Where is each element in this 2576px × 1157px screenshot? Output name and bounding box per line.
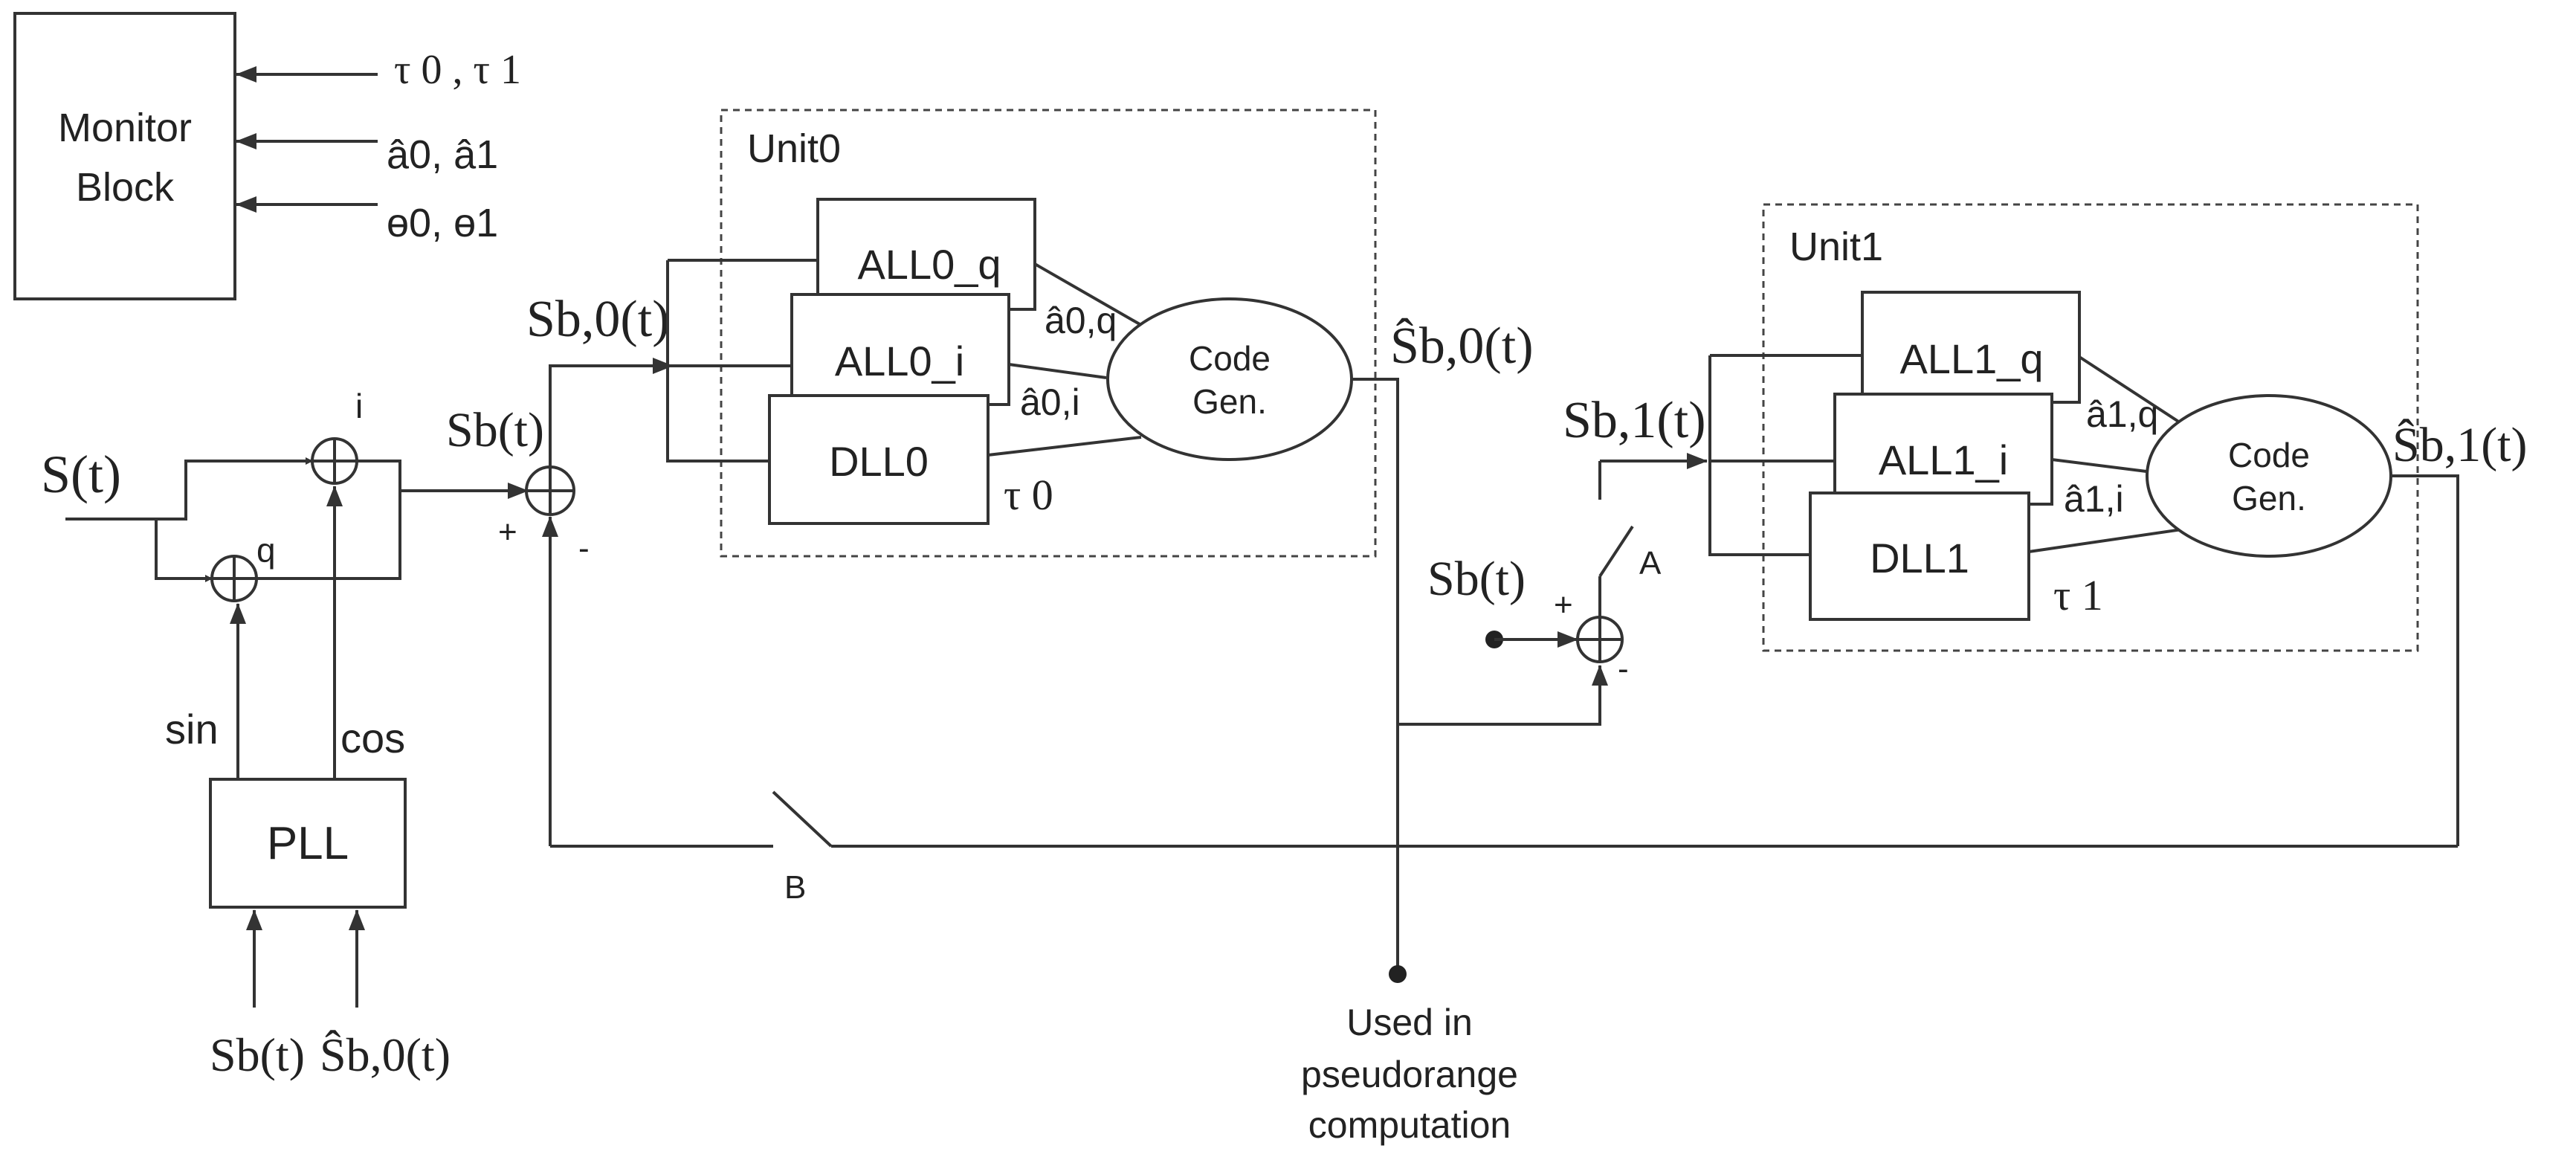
unit1-dll-label: DLL1	[1870, 535, 1969, 581]
output-note-3: computation	[1308, 1104, 1511, 1146]
pll-block: PLL	[209, 778, 407, 909]
unit1-all-i-label: ALL1_i	[1879, 436, 2008, 483]
unit0-dll-label: DLL0	[829, 438, 929, 485]
pll-label: PLL	[267, 818, 349, 869]
monitor-label-1: Monitor	[58, 106, 192, 150]
unit0-dll-block	[768, 394, 990, 525]
unit1-ai-label: â1,i	[2064, 478, 2124, 520]
unit0-codegen-label-1: Code	[1189, 339, 1271, 378]
unit1-codegen-label-1: Code	[2228, 436, 2310, 474]
pseudorange-output-dot	[1389, 965, 1407, 983]
unit1-title: Unit1	[1789, 225, 1883, 269]
unit1-all-i-block	[1833, 393, 2053, 506]
unit0-code-gen	[1106, 297, 1353, 461]
unit1-tau-label: τ 1	[2053, 571, 2103, 619]
summing-junction-a	[1576, 616, 1624, 663]
unit0-output-signal: Ŝb,0(t)	[1390, 318, 1534, 375]
mixer-i: i	[311, 387, 363, 485]
switch-b-label: B	[784, 869, 806, 906]
unit0-title: Unit0	[747, 126, 841, 171]
output-note-2: pseudorange	[1301, 1054, 1518, 1095]
junction-plus: +	[498, 514, 517, 550]
mixer-q-label: q	[256, 531, 276, 570]
input-signal-label: S(t)	[41, 445, 121, 504]
unit0-input-signal: Sb,0(t)	[526, 291, 670, 348]
pll-input-sb0-hat: Ŝb,0(t)	[320, 1028, 451, 1081]
unit1: Unit1 Sb,1(t) ALL1_q ALL1_i DLL1 â1,q â1…	[1563, 203, 2528, 846]
unit1-output-signal: Ŝb,1(t)	[2392, 418, 2528, 472]
switch-b	[772, 790, 833, 848]
monitor-block: Monitor Block	[13, 12, 236, 300]
cos-label: cos	[340, 715, 405, 761]
pseudorange-output: Used in pseudorange computation	[1301, 965, 1518, 1146]
unit1-codegen-label-2: Gen.	[2232, 479, 2306, 518]
baseband-signal-label: Sb(t)	[446, 403, 544, 457]
unit0-tau-label: τ 0	[1004, 471, 1053, 519]
monitor-label-2: Block	[76, 165, 175, 210]
sin-label: sin	[165, 706, 219, 752]
feedback-path: B	[542, 516, 2458, 906]
unit0-codegen-label-2: Gen.	[1192, 382, 1267, 421]
monitor-inputs: τ 0 , τ 1 â0, â1 ɵ0, ɵ1	[236, 47, 521, 245]
unit0: Unit0 Sb,0(t) ALL0_q ALL0_i DLL0 â0,q â0…	[526, 109, 1534, 974]
switch-sb-label: Sb(t)	[1427, 552, 1526, 606]
unit1-input-signal: Sb,1(t)	[1563, 392, 1706, 449]
monitor-input-phase: ɵ0, ɵ1	[387, 201, 498, 245]
switch-a-label: A	[1639, 545, 1662, 581]
mixer-i-label: i	[355, 387, 363, 425]
unit1-dll-block	[1809, 492, 2030, 621]
output-note-1: Used in	[1346, 1002, 1473, 1043]
mixer-q: q	[210, 531, 276, 602]
unit0-ai-label: â0,i	[1020, 381, 1080, 423]
unit1-aq-label: â1,q	[2086, 393, 2158, 435]
switch-a	[1598, 525, 1634, 578]
unit1-all-q-label: ALL1_q	[1899, 335, 2043, 382]
pll-input-sb: Sb(t)	[210, 1028, 305, 1081]
sub-plus: +	[1554, 587, 1573, 623]
unit0-aq-label: â0,q	[1045, 300, 1117, 341]
unit0-all-i-label: ALL0_i	[835, 338, 964, 384]
junction-minus: -	[578, 530, 590, 567]
switch-a-section: Sb(t) + - A	[1398, 461, 1662, 726]
monitor-input-tau: τ 0 , τ 1	[394, 47, 521, 93]
sub-minus: -	[1618, 651, 1629, 687]
front-end: S(t) i q Sb(t) + -	[41, 387, 590, 1081]
unit1-code-gen	[2146, 394, 2392, 558]
summing-junction-main: + -	[498, 465, 590, 567]
unit0-all-q-label: ALL0_q	[857, 241, 1001, 288]
monitor-input-amp: â0, â1	[387, 132, 498, 177]
